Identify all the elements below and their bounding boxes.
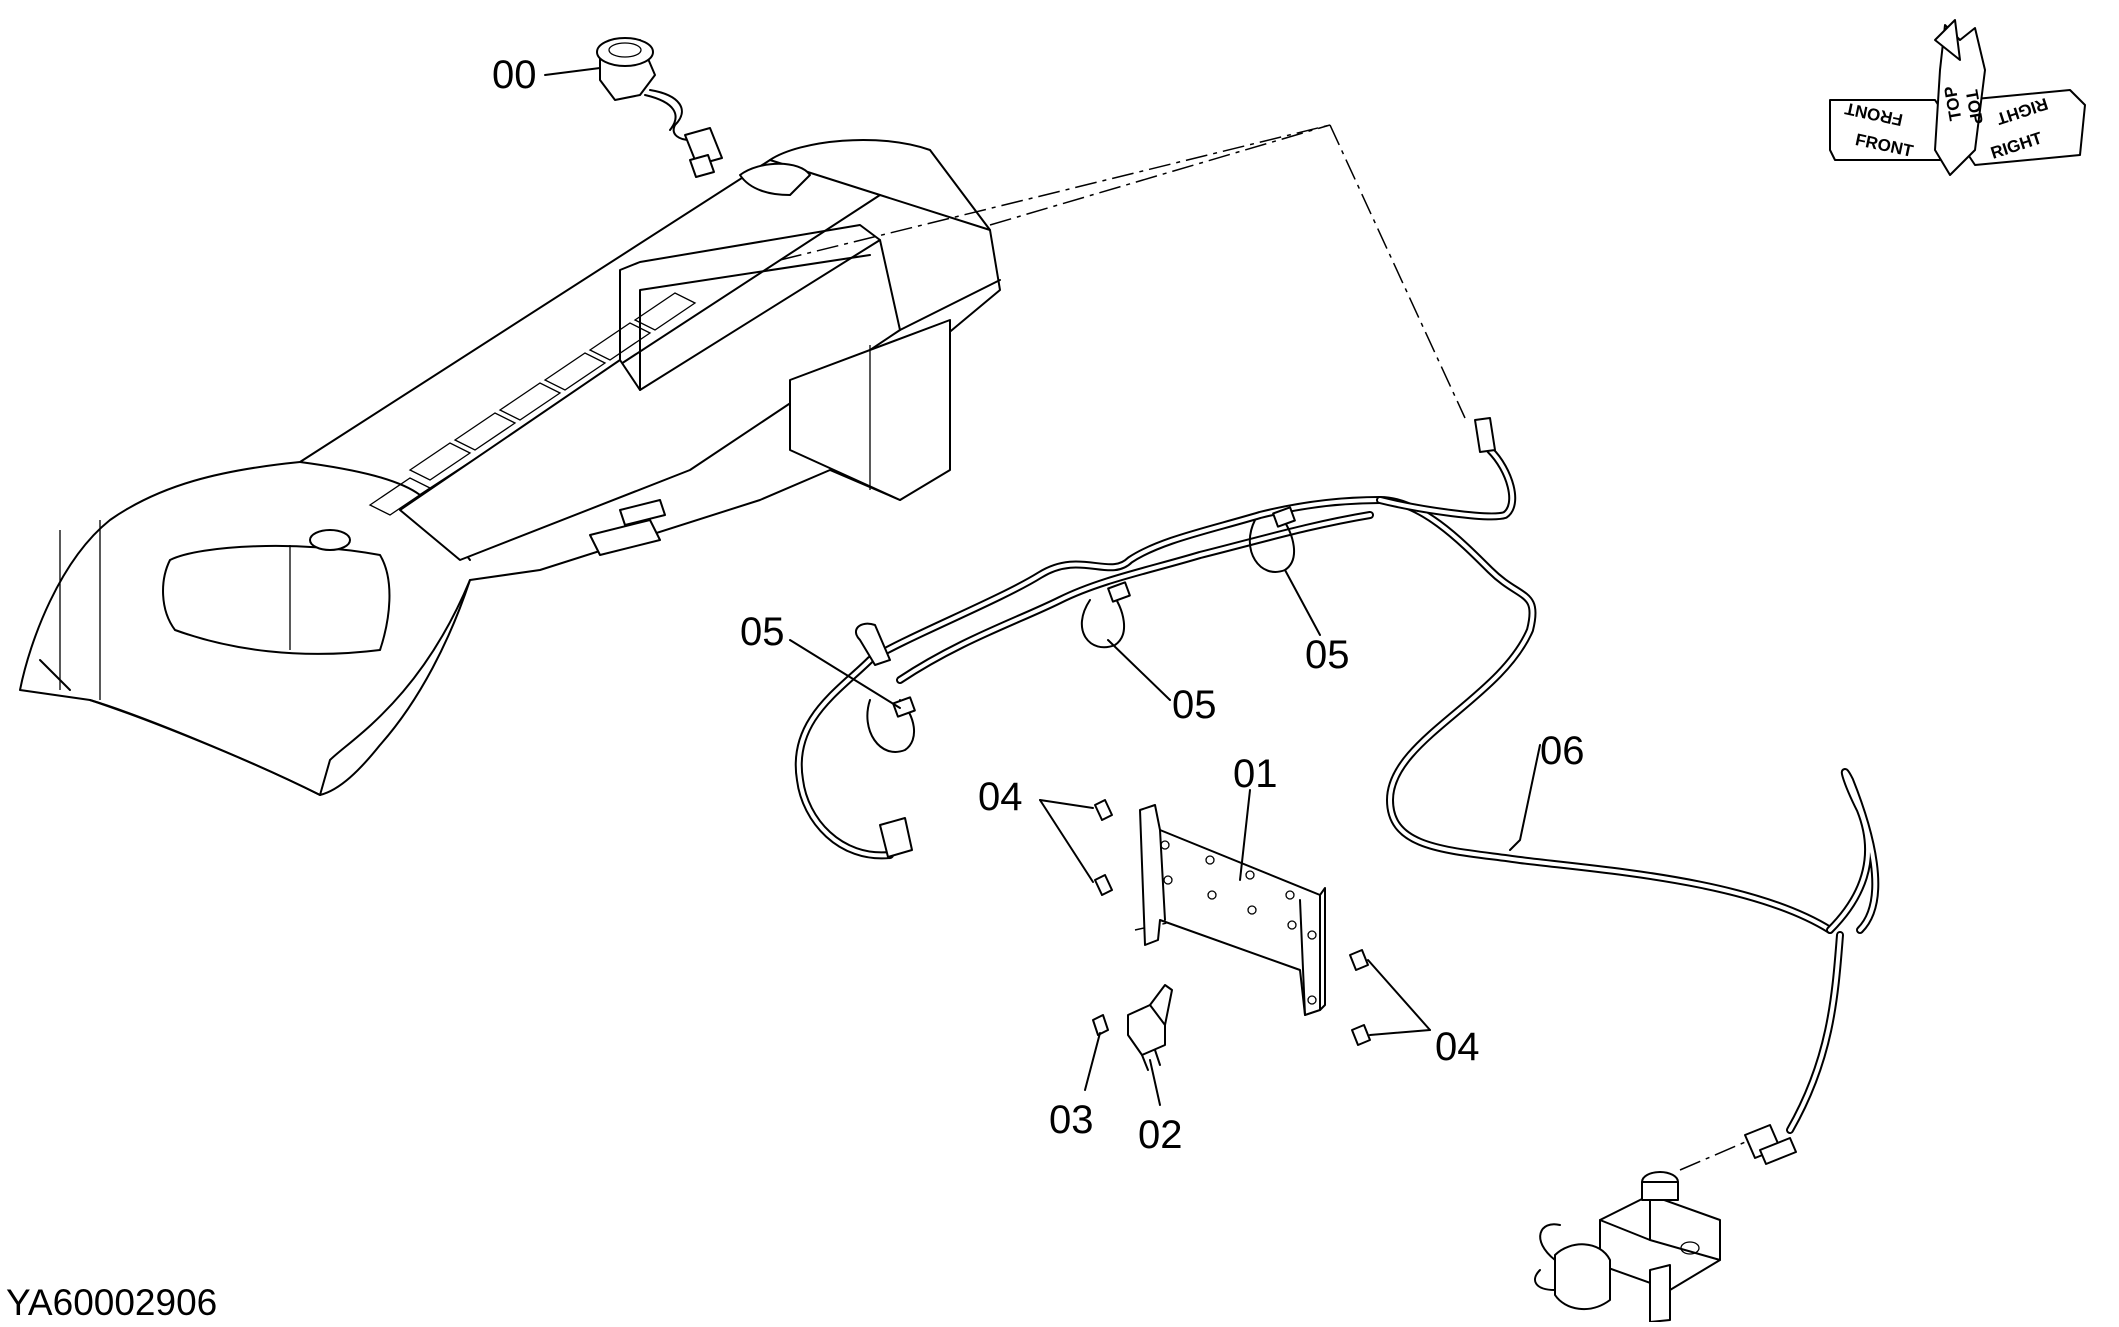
valve-assembly: [1534, 1171, 1721, 1323]
part-00-switch: [596, 37, 723, 178]
part-03-screw: [1092, 1014, 1109, 1036]
callout-01: 01: [1233, 752, 1278, 796]
document-id: YA60002906: [6, 1282, 217, 1322]
part-06-harness: [794, 417, 1880, 1165]
callout-06: 06: [1540, 729, 1585, 773]
callout-05-right: 05: [1305, 633, 1350, 677]
part-01-bracket: [1139, 804, 1326, 1016]
leader-lines: [544, 67, 1541, 1106]
callout-03: 03: [1049, 1098, 1094, 1142]
callout-00: 00: [492, 53, 537, 97]
callout-02: 02: [1138, 1113, 1183, 1157]
callout-labels: 00 01 02 03 04 04 05 05 05 06: [492, 53, 1585, 1157]
callout-05-middle: 05: [1172, 683, 1217, 727]
callout-05-left: 05: [740, 610, 785, 654]
console-housing: [19, 139, 1001, 796]
part-04-screws: [1094, 799, 1371, 1046]
callout-04-right: 04: [1435, 1025, 1480, 1069]
orientation-indicator: FRONT TOP RIGHT FRONT RIGHT TOP: [1829, 19, 2086, 176]
callout-04-left: 04: [978, 775, 1023, 819]
part-02-relay: [1127, 984, 1173, 1071]
